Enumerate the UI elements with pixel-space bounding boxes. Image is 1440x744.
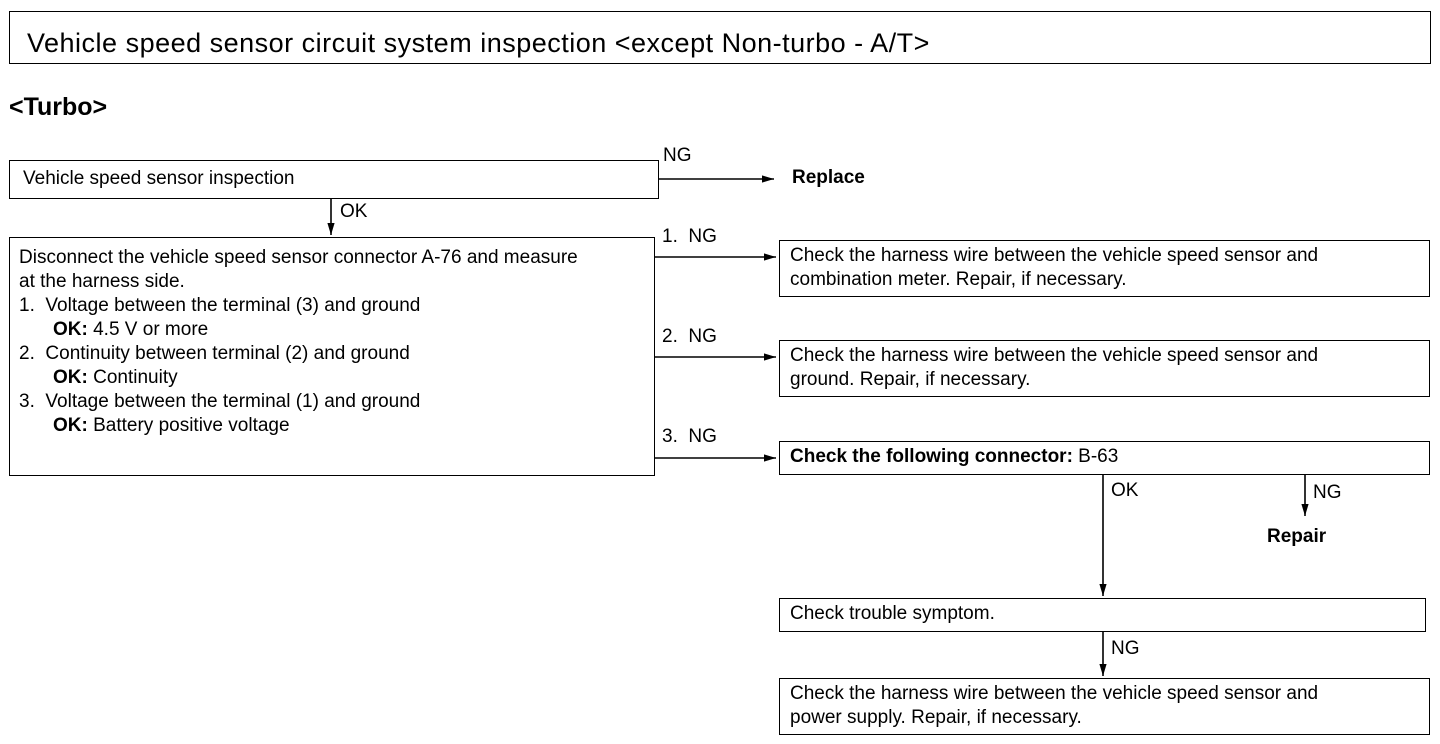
disconnect-line-2: at the harness side. [19,271,185,292]
ok-value: Battery positive voltage [87,415,290,436]
label-ng-2: 2. NG [662,326,717,347]
label-ng-top: NG [663,145,692,166]
step-disconnect-measure: Disconnect the vehicle speed sensor conn… [9,237,655,476]
check3-line-2: power supply. Repair, if necessary. [790,707,1082,728]
label-ng-1: 1. NG [662,226,717,247]
measure-item-3-ok: OK: Battery positive voltage [53,414,290,438]
measure-item-2-ok: OK: Continuity [53,366,178,390]
ok-value: Continuity [87,367,178,388]
measure-item-2: 2. Continuity between terminal (2) and g… [19,343,410,364]
connector-text: Check the following connector: B-63 [790,445,1118,469]
ok-value: 4.5 V or more [87,319,209,340]
check1-line-1: Check the harness wire between the vehic… [790,245,1319,266]
step-check-trouble-symptom: Check trouble symptom. [779,598,1426,632]
label-ok-connector: OK [1111,480,1139,501]
trouble-text: Check trouble symptom. [790,603,995,624]
step-check-harness-ground: Check the harness wire between the vehic… [779,340,1430,397]
ok-label: OK: [53,415,88,436]
step-sensor-inspection-text: Vehicle speed sensor inspection [23,168,295,189]
measure-item-1: 1. Voltage between the terminal (3) and … [19,295,421,316]
section-heading: <Turbo> [9,93,108,121]
connector-value: B-63 [1072,446,1119,467]
measure-item-1-ok: OK: 4.5 V or more [53,318,208,342]
step-sensor-inspection: Vehicle speed sensor inspection [9,160,659,199]
ok-label: OK: [53,319,88,340]
result-repair: Repair [1267,526,1327,547]
measure-item-3: 3. Voltage between the terminal (1) and … [19,391,421,412]
check2-line-1: Check the harness wire between the vehic… [790,345,1319,366]
result-replace: Replace [792,167,865,188]
step-check-harness-meter: Check the harness wire between the vehic… [779,240,1430,297]
step-check-connector: Check the following connector: B-63 [779,441,1430,475]
label-ng-connector: NG [1313,482,1342,503]
check2-line-2: ground. Repair, if necessary. [790,369,1031,390]
check3-line-1: Check the harness wire between the vehic… [790,683,1319,704]
label-ng-3: 3. NG [662,426,717,447]
check1-line-2: combination meter. Repair, if necessary. [790,269,1127,290]
label-ng-trouble: NG [1111,638,1140,659]
label-ok-1: OK [340,201,368,222]
step-check-harness-power: Check the harness wire between the vehic… [779,678,1430,735]
page-title: Vehicle speed sensor circuit system insp… [9,11,1431,64]
ok-label: OK: [53,367,88,388]
connector-label: Check the following connector: [790,446,1073,467]
disconnect-line-1: Disconnect the vehicle speed sensor conn… [19,247,578,268]
